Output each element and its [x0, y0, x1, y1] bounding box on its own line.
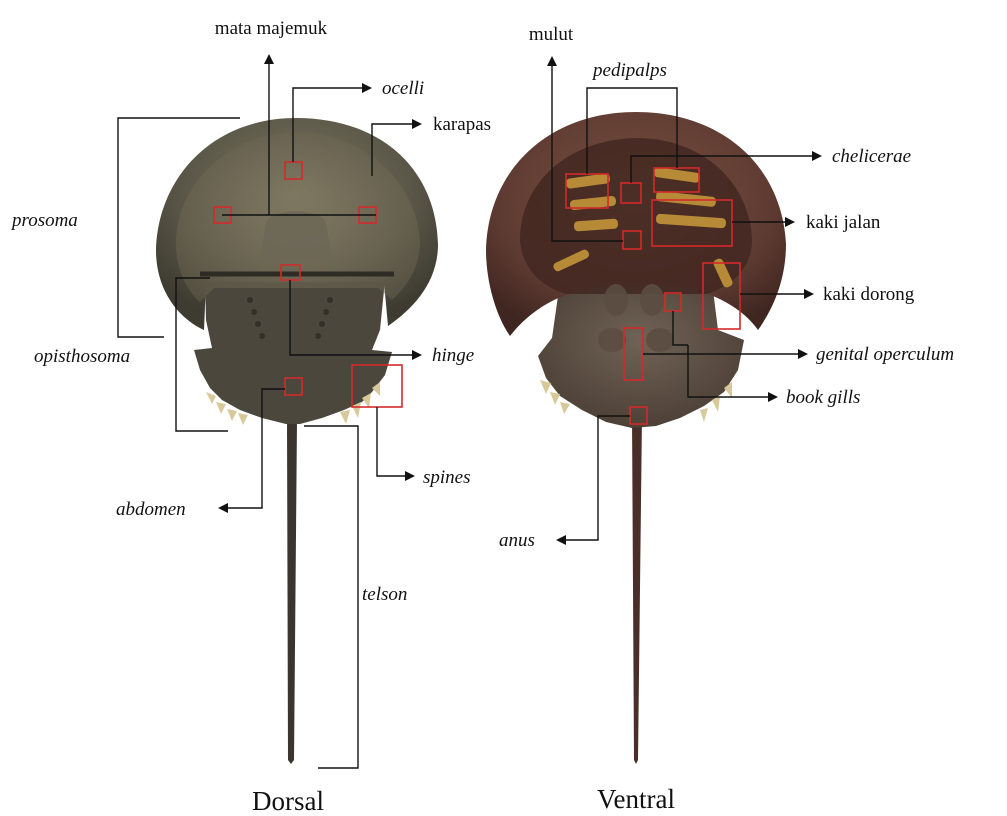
label-prosoma: prosoma	[10, 210, 78, 231]
label-spines: spines	[423, 467, 471, 488]
label-telson: telson	[362, 584, 407, 605]
label-mulut: mulut	[529, 24, 574, 45]
dorsal-opisthosoma-shape	[194, 280, 392, 424]
label-kaki-jalan: kaki jalan	[806, 212, 881, 233]
caption-ventral: Ventral	[597, 784, 675, 814]
label-book-gills: book gills	[786, 387, 860, 408]
label-hinge: hinge	[432, 345, 474, 366]
label-karapas: karapas	[433, 114, 491, 135]
label-pedipalps: pedipalps	[591, 60, 667, 81]
ventral-specimen	[486, 112, 786, 764]
label-ocelli: ocelli	[382, 78, 424, 99]
label-kaki-dorong: kaki dorong	[823, 284, 915, 305]
label-anus: anus	[499, 530, 535, 551]
label-genital-operculum: genital operculum	[816, 344, 954, 365]
label-opisthosoma: opisthosoma	[34, 346, 130, 367]
label-mata-majemuk: mata majemuk	[215, 18, 328, 39]
caption-dorsal: Dorsal	[252, 786, 324, 816]
label-chelicerae: chelicerae	[832, 146, 911, 167]
dorsal-telson-shape	[287, 420, 297, 764]
ventral-telson-shape	[632, 416, 642, 764]
label-abdomen: abdomen	[116, 499, 186, 520]
